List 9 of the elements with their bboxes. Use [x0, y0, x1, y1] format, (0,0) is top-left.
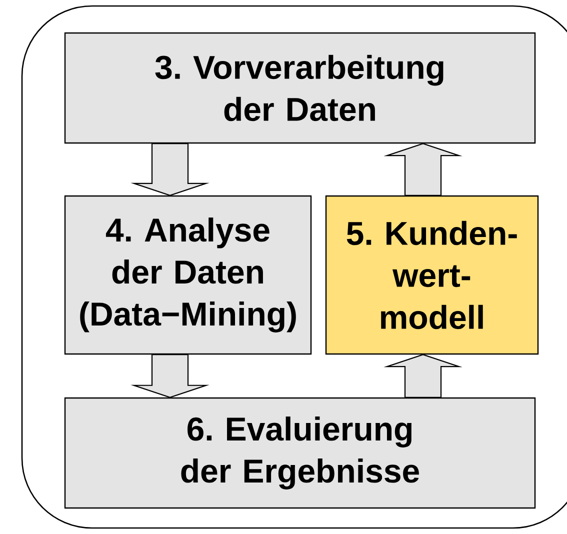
highlighted-box: 5. Kunden- wert- modell	[325, 195, 539, 355]
process-box: 3. Vorverarbeitung der Daten	[64, 32, 536, 144]
block-arrow	[130, 143, 210, 196]
process-box: 6. Evaluierung der Ergebnisse	[64, 397, 536, 509]
block-arrow	[384, 354, 462, 398]
process-box: 4. Analyse der Daten (Data−Mining)	[64, 195, 312, 355]
frame	[21, 5, 567, 529]
block-arrow	[130, 354, 210, 398]
block-arrow	[384, 143, 462, 196]
